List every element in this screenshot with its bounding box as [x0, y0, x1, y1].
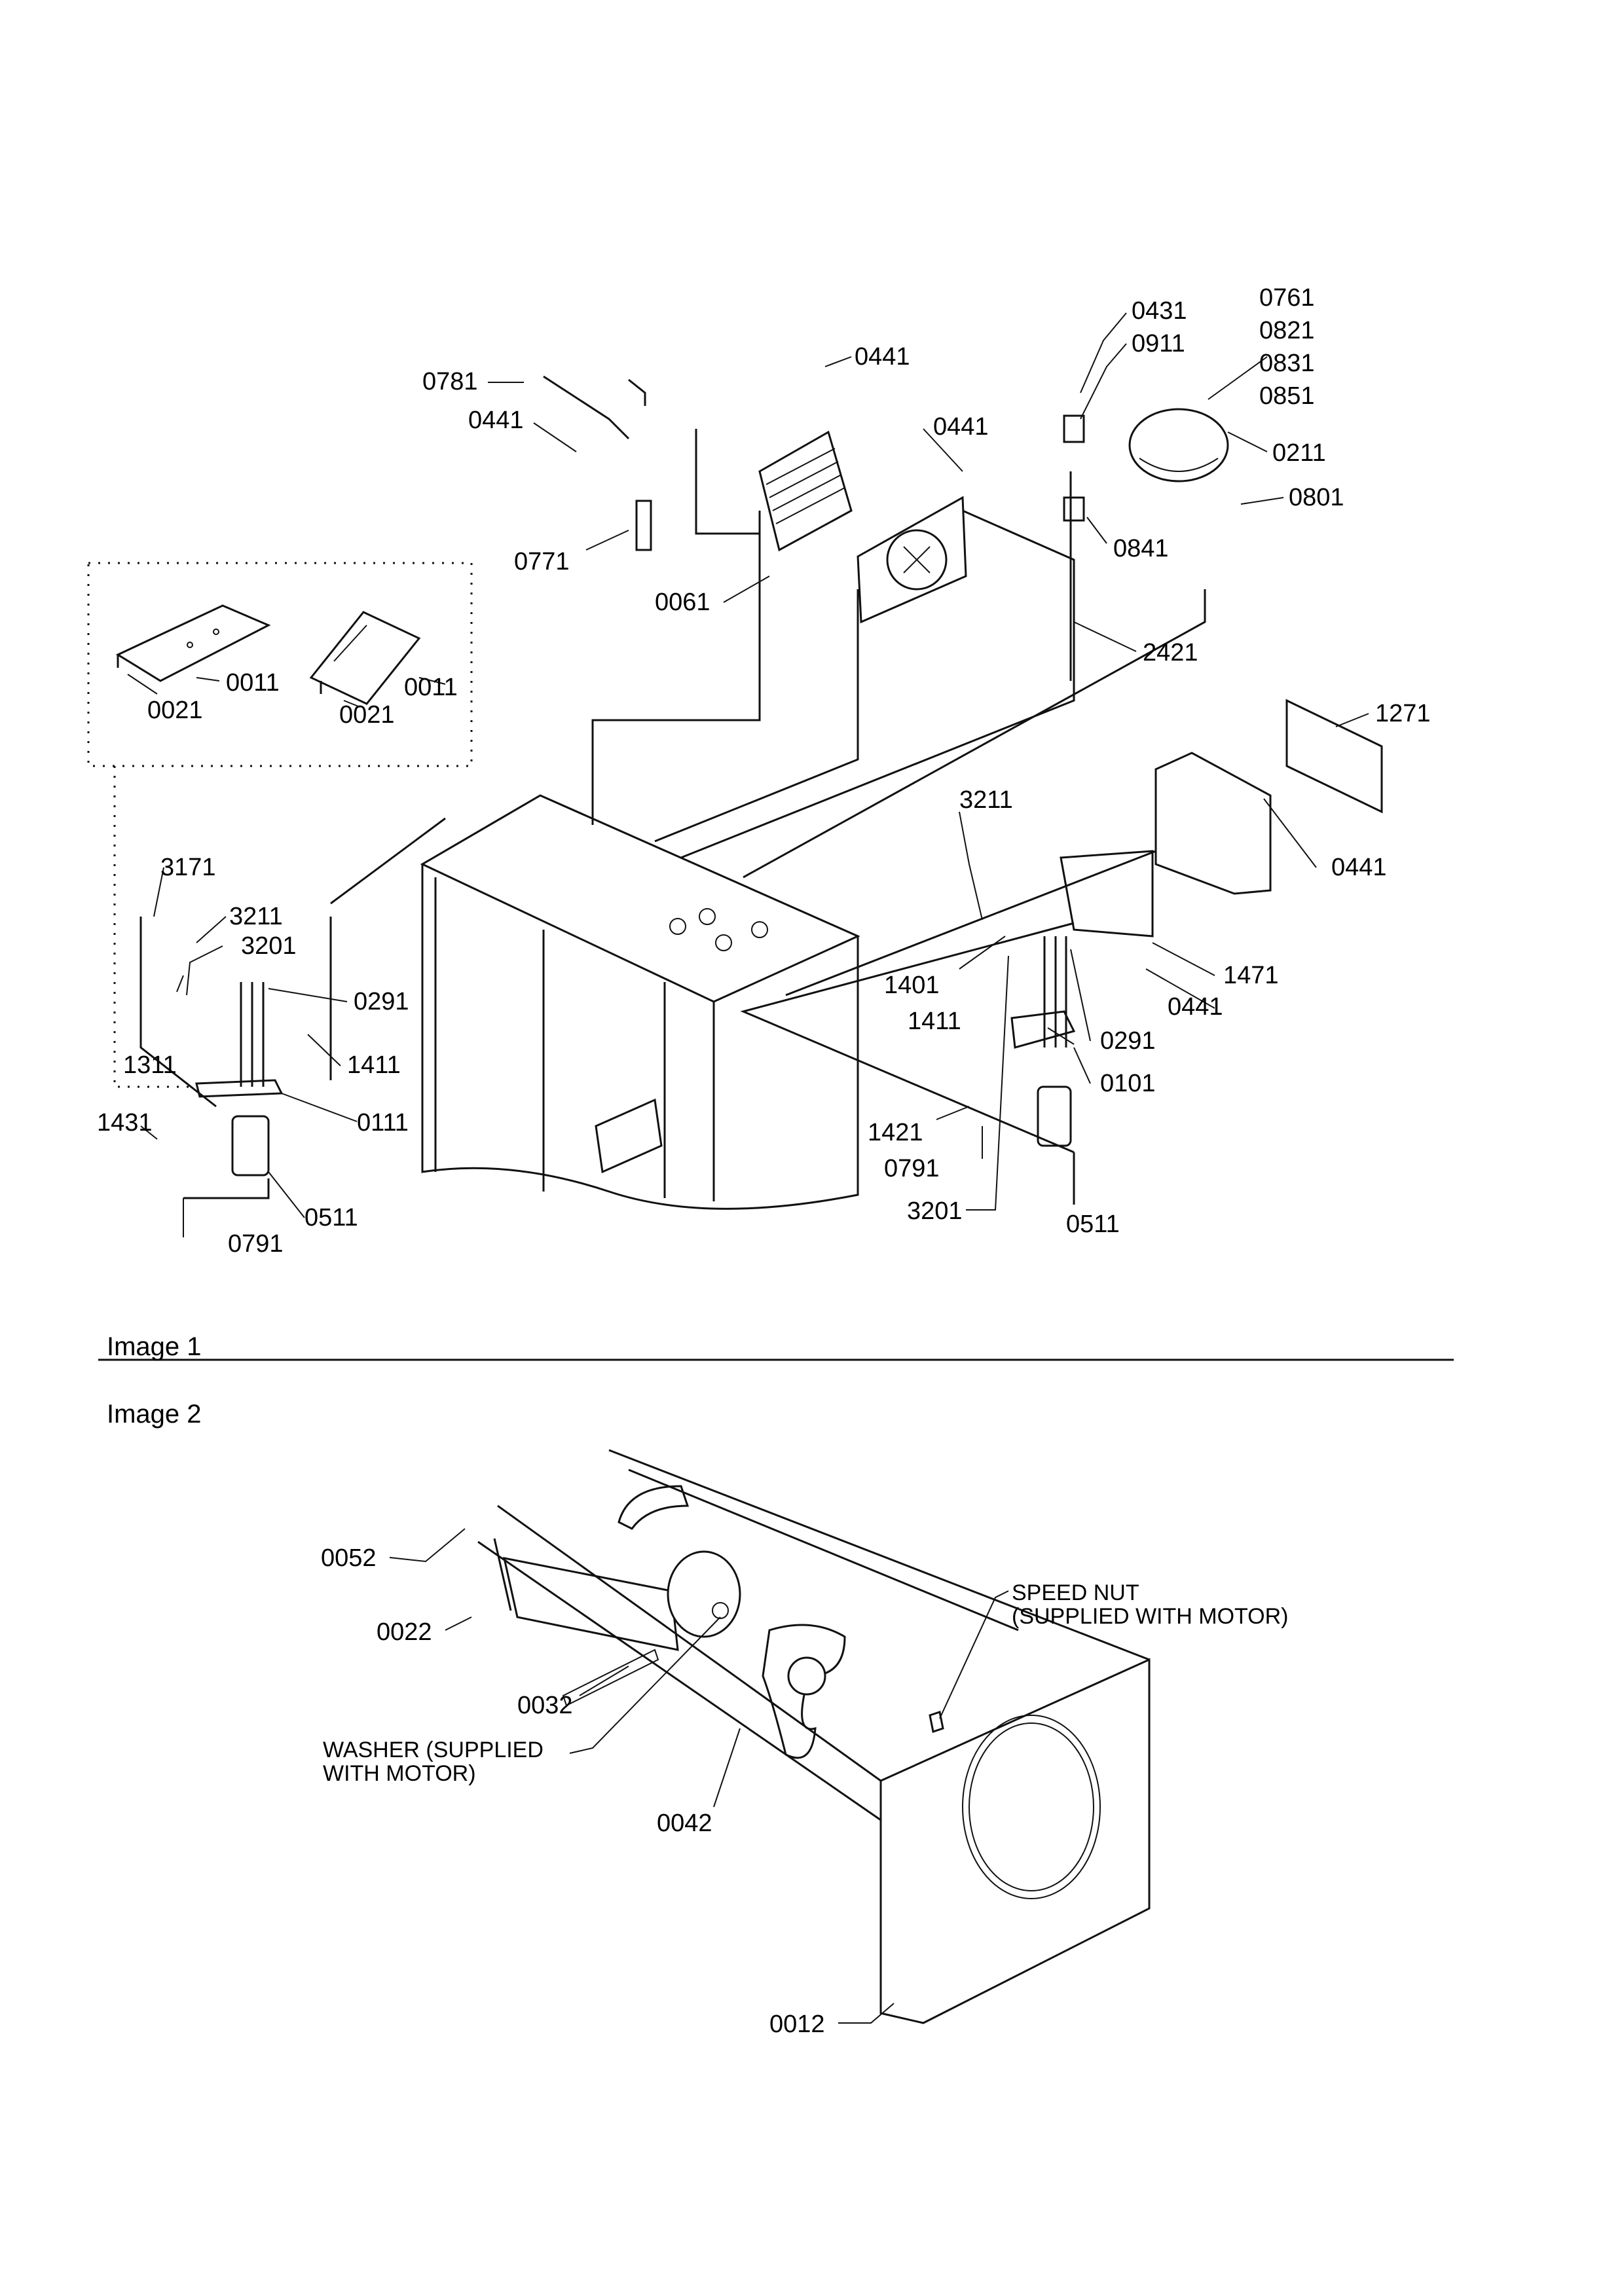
- inset-box: [87, 562, 473, 767]
- label-3201-left: 3201: [241, 932, 297, 960]
- label-1471: 1471: [1223, 962, 1279, 989]
- label-0761: 0761: [1259, 284, 1315, 312]
- cover-1271: [1285, 699, 1383, 814]
- label-0511-left: 0511: [304, 1204, 358, 1231]
- cabinet-grille: [595, 1098, 663, 1174]
- fan-shroud: [857, 496, 967, 624]
- label-0841: 0841: [1113, 535, 1169, 562]
- label-0771: 0771: [514, 548, 570, 575]
- label-0911: 0911: [1132, 330, 1185, 357]
- label-0032: 0032: [517, 1692, 573, 1719]
- overload-0841: [1063, 496, 1085, 522]
- label-0441-right2: 0441: [1168, 993, 1223, 1021]
- plate-0011-right: [309, 611, 421, 705]
- inset-leader: [113, 766, 216, 1088]
- label-1311: 1311: [123, 1051, 177, 1079]
- label-0042: 0042: [657, 1810, 712, 1837]
- label-3171: 3171: [160, 854, 216, 881]
- caption-image-1: Image 1: [107, 1332, 202, 1361]
- capacitor-0511-left: [231, 1115, 270, 1176]
- label-0441-left: 0441: [468, 407, 524, 434]
- label-0011-b: 0011: [404, 674, 458, 701]
- strap-0022: [493, 1538, 512, 1611]
- label-0791-right: 0791: [884, 1155, 940, 1182]
- bracket-1471: [1060, 850, 1154, 938]
- label-0291-right: 0291: [1100, 1027, 1156, 1055]
- label-1411-left: 1411: [347, 1051, 401, 1079]
- label-0211: 0211: [1272, 439, 1326, 467]
- label-0291-left: 0291: [354, 988, 409, 1015]
- compressor: [1128, 408, 1229, 483]
- label-0012: 0012: [769, 2011, 825, 2038]
- label-speed-nut: SPEED NUT (SUPPLIED WITH MOTOR): [1012, 1580, 1289, 1629]
- label-0101: 0101: [1100, 1070, 1156, 1097]
- label-0021-a: 0021: [147, 697, 203, 724]
- label-0021-b: 0021: [339, 701, 395, 729]
- label-0791-left: 0791: [228, 1230, 284, 1258]
- label-0061: 0061: [655, 589, 710, 616]
- label-0011-a: 0011: [226, 669, 280, 697]
- label-0441-mid: 0441: [933, 413, 989, 441]
- control-box: [1060, 699, 1383, 938]
- label-3211-left: 3211: [229, 903, 283, 930]
- label-1401: 1401: [884, 972, 940, 999]
- label-3201-right: 3201: [907, 1197, 963, 1225]
- condenser-coil: [758, 430, 853, 552]
- label-0431: 0431: [1132, 297, 1187, 325]
- label-0441-right1: 0441: [1331, 854, 1387, 881]
- fan-blade-0042: [762, 1624, 846, 1759]
- capacitor-0511-right: [1037, 1085, 1072, 1147]
- plate-0011-left: [115, 604, 271, 682]
- label-0781: 0781: [422, 368, 478, 395]
- label-1411-right: 1411: [908, 1008, 961, 1035]
- label-washer: WASHER (SUPPLIED WITH MOTOR): [323, 1738, 544, 1786]
- cabinet: [420, 794, 860, 1210]
- label-0821: 0821: [1259, 317, 1315, 344]
- label-3211-right: 3211: [959, 786, 1013, 814]
- motor-0032: [503, 1550, 741, 1707]
- relay-0431: [1063, 414, 1085, 443]
- label-0022: 0022: [377, 1618, 432, 1646]
- drier-0771: [635, 500, 652, 551]
- label-0851: 0851: [1259, 382, 1315, 410]
- label-0831: 0831: [1259, 350, 1315, 377]
- label-0052: 0052: [321, 1544, 377, 1572]
- bracket-strap: [618, 1485, 690, 1530]
- label-1271: 1271: [1375, 700, 1431, 727]
- fan-bracket-0012: [879, 1658, 1151, 2024]
- label-0801: 0801: [1289, 484, 1344, 511]
- bracket-0101: [1010, 1010, 1076, 1049]
- caption-image-2: Image 2: [107, 1400, 202, 1429]
- label-2421: 2421: [1143, 639, 1198, 666]
- label-1421: 1421: [868, 1119, 923, 1146]
- label-0511-right: 0511: [1066, 1211, 1120, 1238]
- label-1431: 1431: [97, 1109, 153, 1137]
- speed-nut: [929, 1711, 944, 1733]
- bracket-0111: [195, 1079, 284, 1098]
- label-0441-top: 0441: [855, 343, 910, 371]
- label-0111: 0111: [357, 1109, 409, 1137]
